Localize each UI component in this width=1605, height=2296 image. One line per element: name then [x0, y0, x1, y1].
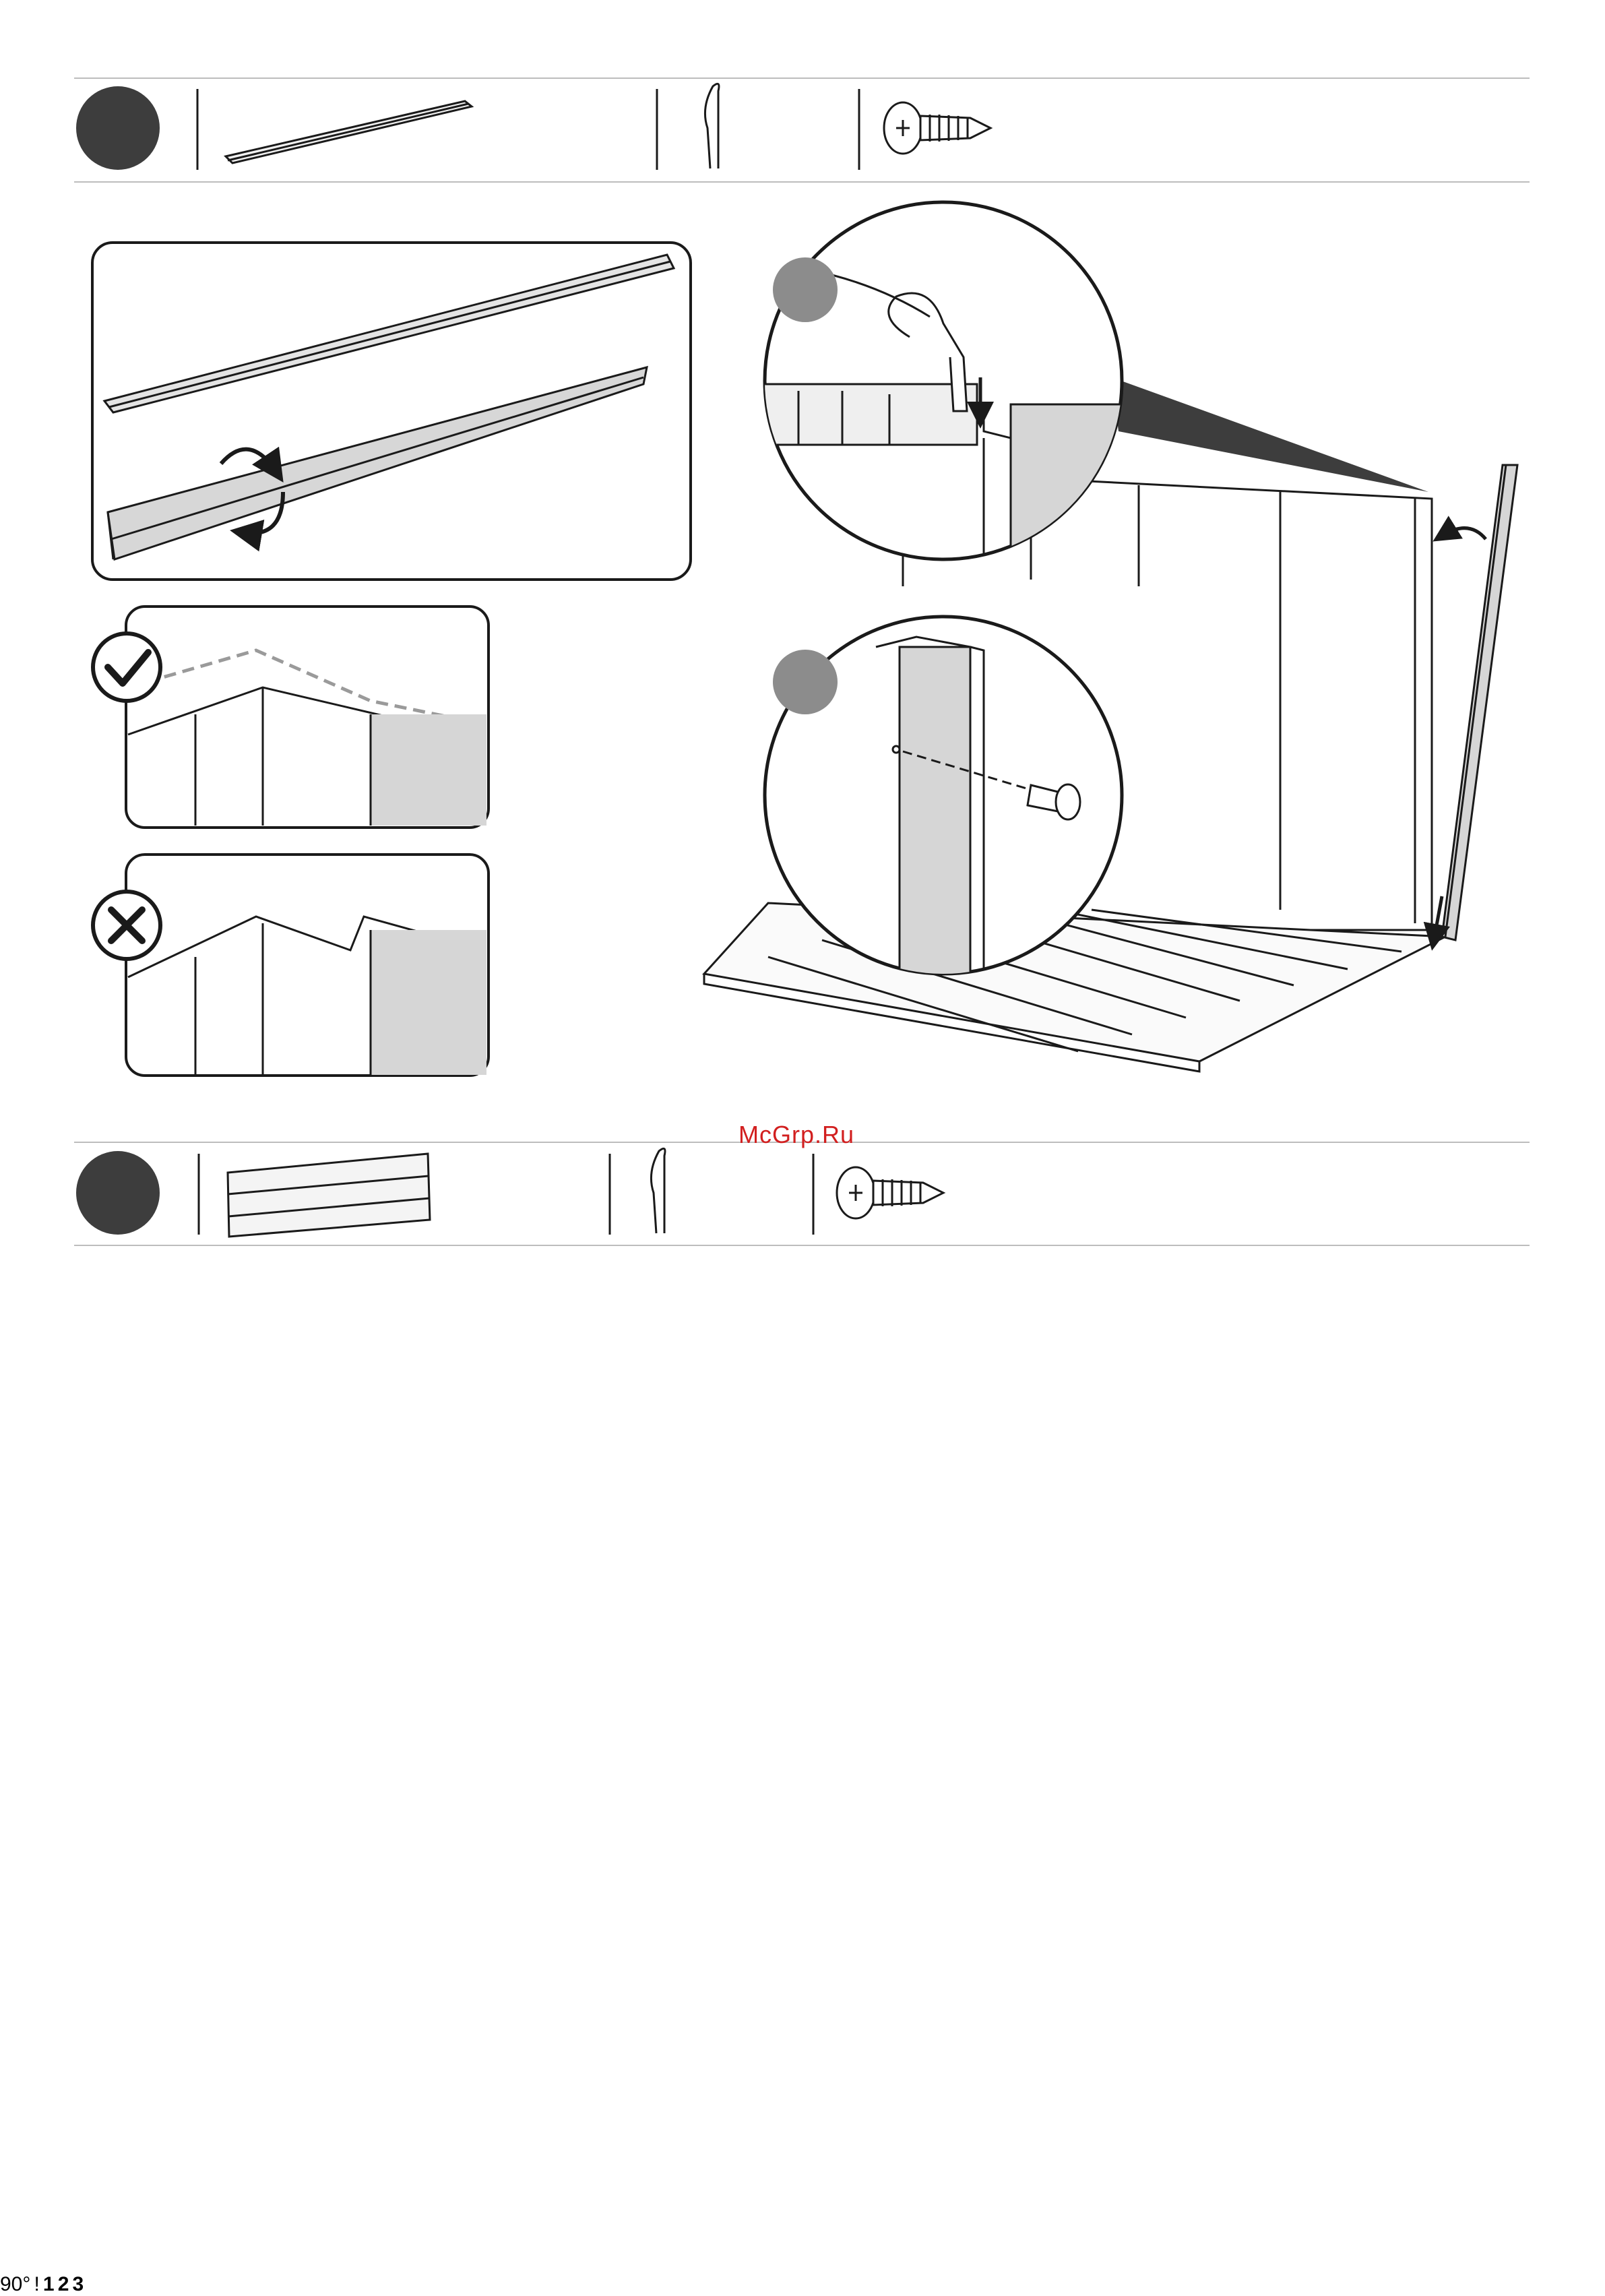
roof-strip-part-icon [226, 101, 472, 163]
incorrect-fit-detail-box [93, 855, 489, 1076]
dial-setting-1: 1 [43, 2273, 55, 2295]
drill-torque-dial: 1 2 3 [43, 2281, 84, 2293]
detail-circle-clip-insert-a [761, 202, 1145, 607]
strip-orientation-detail-box [92, 243, 691, 580]
cross-icon [93, 892, 160, 959]
screw-icon [837, 1167, 943, 1218]
step-number-circle-b [76, 1151, 160, 1235]
dial-setting-3: 3 [72, 2273, 84, 2295]
step-header-b [74, 1142, 1530, 1245]
zoom-callout-wedge [1112, 377, 1428, 492]
correct-fit-detail-box [93, 607, 489, 828]
detail-badge-2 [773, 650, 838, 714]
dial-setting-2: 2 [58, 2273, 69, 2295]
detail-badge-1 [773, 257, 838, 322]
watermark: McGrp.Ru [738, 1121, 854, 1149]
wall-panel-part-icon [228, 1154, 430, 1237]
check-icon [93, 633, 160, 701]
caution-mark: ! [34, 2273, 39, 2295]
step-header-a [74, 78, 1530, 182]
clip-icon [705, 84, 719, 168]
drill-screw-detail-box: 90° ! 1 2 3 [0, 2281, 84, 2293]
step-number-circle-a [76, 86, 160, 170]
angle-label: 90° [0, 2273, 30, 2295]
screw-icon [884, 102, 990, 154]
clip-icon [651, 1148, 665, 1233]
